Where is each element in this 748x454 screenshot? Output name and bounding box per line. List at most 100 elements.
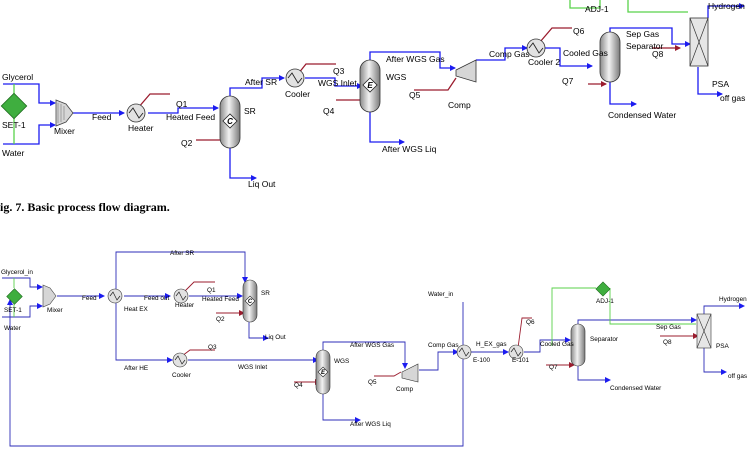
wgs-reactor[interactable]: E (359, 59, 381, 113)
label-q7: Q7 (562, 76, 574, 86)
label-b-after-he: After HE (124, 365, 148, 372)
heat-exchanger-unit[interactable] (107, 288, 123, 304)
label-q4: Q4 (323, 106, 335, 116)
label-b-water-in: Water_in (428, 291, 454, 298)
label-comp-gas: Comp Gas (489, 49, 530, 59)
compressor-unit[interactable] (455, 59, 477, 83)
label-hydrogen: Hydrogen (708, 1, 745, 11)
label-b-after-sr-text: After SR (170, 250, 195, 257)
label-mixer: Mixer (54, 126, 75, 136)
label-b-water: Water (4, 325, 22, 332)
label-cooler: Cooler (285, 89, 310, 99)
label-b-q4: Q4 (294, 382, 303, 389)
label-b-wgs-inlet: WGS Inlet (238, 364, 267, 371)
label-b-e100: E-100 (473, 357, 490, 364)
label-q8: Q8 (652, 49, 664, 59)
label-cooler2: Cooler 2 (528, 57, 560, 67)
label-b-sep-gas: Sep Gas (656, 324, 681, 331)
label-heater: Heater (128, 123, 154, 133)
label-b-q6: Q6 (526, 319, 535, 326)
label-b-after-wgs-liq: After WGS Liq (350, 421, 391, 428)
mixer-unit[interactable] (55, 99, 74, 127)
label-b-condensed-water: Condensed Water (610, 385, 662, 392)
label-b-set1: SET-1 (4, 307, 22, 314)
adj1-block-bottom[interactable] (595, 281, 611, 297)
figure-caption: ig. 7. Basic process flow diagram. (0, 200, 170, 214)
separator-vessel-bottom[interactable] (570, 323, 586, 367)
e100-exchanger[interactable] (456, 344, 472, 360)
heater-unit[interactable] (126, 103, 146, 123)
wgs-reactor-bottom-type-icon: E (321, 370, 326, 376)
cooler2-unit[interactable] (526, 38, 546, 58)
label-b-heater: Heater (175, 302, 195, 309)
set1-block-bottom[interactable] (6, 288, 23, 305)
energy-streams-bottom (181, 281, 699, 385)
label-b-separator: Separator (590, 336, 619, 343)
basic-process-flow-diagram: C E Hydrogen ADJ-1 Q6 Se (0, 0, 745, 189)
logic-lines-bottom (13, 278, 696, 346)
label-cooled-gas: Cooled Gas (563, 48, 608, 58)
label-b-sr: SR (261, 290, 270, 297)
psa-unit[interactable] (689, 17, 709, 67)
sr-reactor-type-icon: C (227, 117, 233, 126)
label-b-q5: Q5 (368, 379, 377, 386)
label-set1: SET-1 (2, 120, 26, 130)
label-b-after-wgs-gas: After WGS Gas (350, 342, 394, 349)
logic-lines (13, 0, 688, 144)
label-b-comp: Comp (396, 386, 413, 393)
label-b-q1: Q1 (207, 287, 216, 294)
separator-vessel[interactable] (599, 31, 621, 83)
label-sep-gas: Sep Gas (626, 29, 659, 39)
heater-unit-bottom[interactable] (173, 288, 189, 304)
top-labels: Hydrogen ADJ-1 Q6 Sep Gas Separator Cool… (2, 1, 745, 189)
label-wgs-inlet: WGS Inlet (318, 78, 357, 88)
label-after-sr: After SR (245, 77, 277, 87)
wgs-reactor-type-icon: E (367, 81, 373, 90)
label-liq-out: Liq Out (248, 179, 276, 189)
label-b-cooled-gas: Cooled Gas (540, 341, 574, 348)
material-streams (3, 3, 745, 181)
label-b-wgs: WGS (334, 358, 349, 365)
label-separator: Separator (626, 41, 663, 51)
label-b-off-gas: off gas (728, 373, 747, 380)
mixer-unit-bottom[interactable] (42, 284, 57, 308)
psa-unit-bottom[interactable] (696, 313, 712, 349)
label-b-cooler: Cooler (172, 372, 192, 379)
label-b-q3: Q3 (208, 344, 217, 351)
label-b-e101: E-101 (512, 357, 529, 364)
label-water: Water (2, 148, 25, 158)
label-b-h-ex-gas: H_EX_gas (476, 341, 507, 348)
material-streams-bottom (2, 251, 745, 447)
label-b-feed: Feed (82, 295, 97, 302)
label-sr: SR (244, 106, 256, 116)
label-adj1: ADJ-1 (585, 4, 609, 14)
label-glycerol: Glycerol (2, 72, 33, 82)
label-b-heated-feed: Heated Feed (202, 296, 239, 303)
label-b-q8: Q8 (663, 339, 672, 346)
label-b-heat-ex: Heat EX (124, 306, 149, 313)
label-psa: PSA (712, 79, 729, 89)
wgs-reactor-bottom[interactable]: E (315, 349, 331, 395)
label-b-hydrogen: Hydrogen (719, 296, 747, 303)
label-feed: Feed (92, 112, 112, 122)
label-heated-feed: Heated Feed (166, 112, 215, 122)
set1-block[interactable] (0, 92, 28, 120)
cooler-unit-bottom[interactable] (172, 352, 188, 368)
label-after-wgs-liq: After WGS Liq (382, 144, 437, 154)
cooler-unit[interactable] (285, 68, 305, 88)
label-b-psa: PSA (716, 343, 730, 350)
label-q5: Q5 (409, 90, 421, 100)
label-q6: Q6 (573, 26, 585, 36)
sr-reactor[interactable]: C (219, 95, 241, 149)
label-b-adj1: ADJ-1 (596, 298, 614, 305)
e101-cooler[interactable] (508, 344, 524, 360)
energy-streams (137, 27, 681, 143)
label-q1: Q1 (176, 99, 188, 109)
sr-reactor-bottom[interactable]: C (242, 279, 258, 323)
label-comp: Comp (448, 100, 471, 110)
compressor-unit-bottom[interactable] (401, 363, 419, 383)
label-q3: Q3 (333, 66, 345, 76)
label-condensed-water: Condensed Water (608, 110, 676, 120)
label-b-q2: Q2 (216, 316, 225, 323)
